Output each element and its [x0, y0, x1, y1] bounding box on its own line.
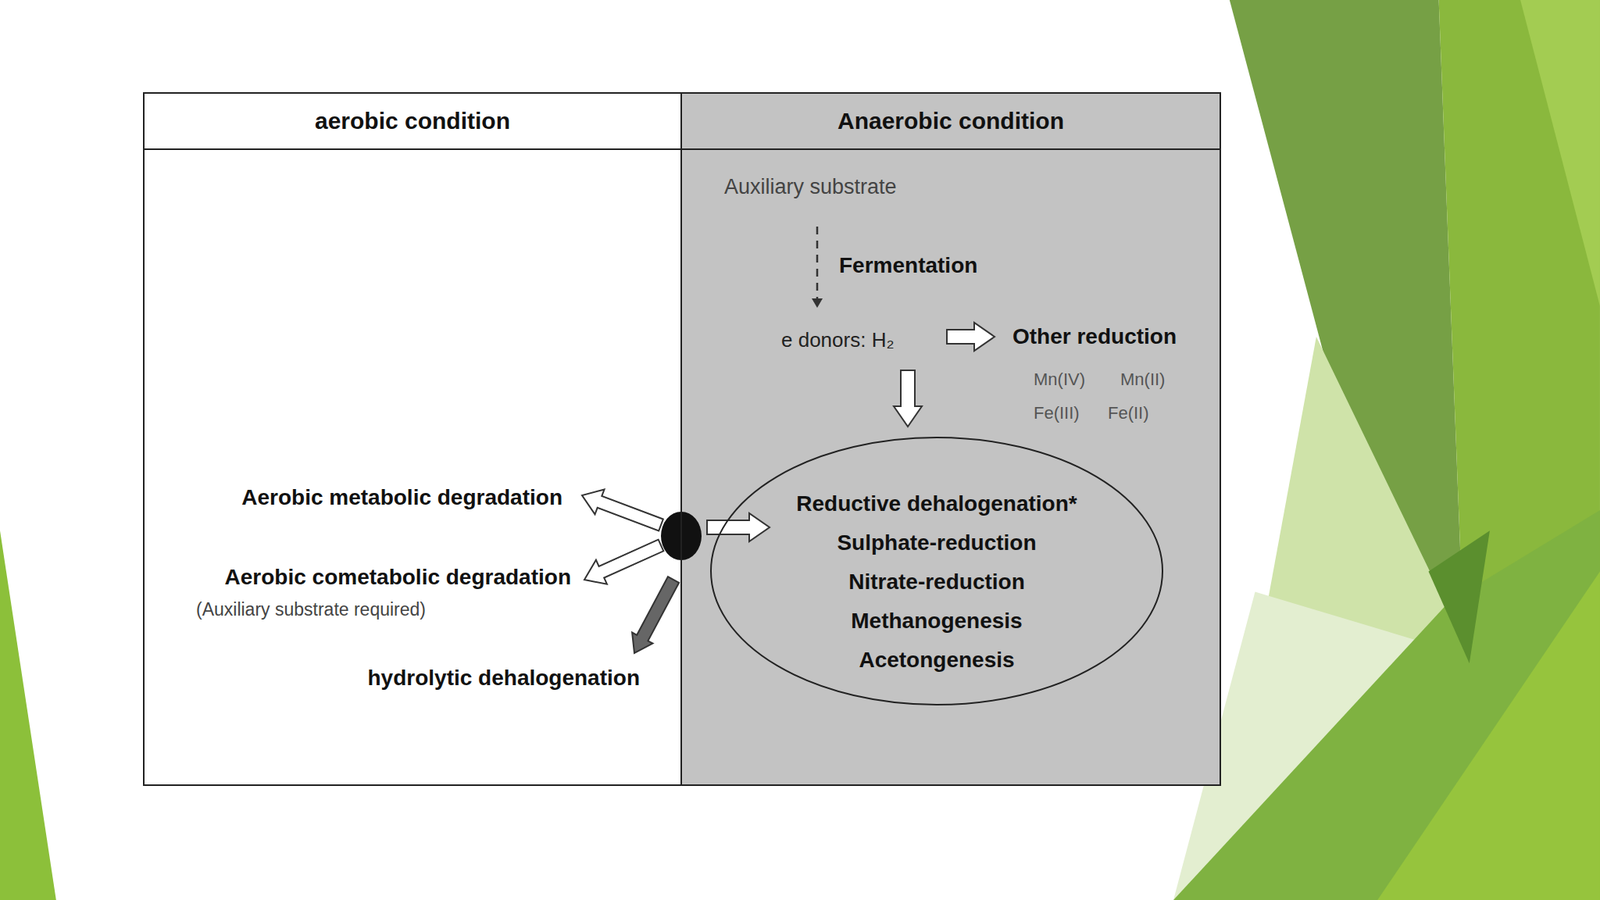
annotation-label: e donors: H₂ [781, 328, 895, 353]
process-ellipse: Reductive dehalogenation*Sulphate-reduct… [710, 436, 1164, 706]
annotation-label: Mn(IV) [1033, 369, 1086, 390]
annotation-label: hydrolytic dehalogenation [367, 665, 640, 691]
green-facet [1520, 0, 1600, 307]
annotation-label: Fe(II) [1107, 403, 1150, 424]
filled-arrow [632, 576, 679, 654]
anaerobic-ground [681, 92, 1222, 786]
annotation-label: Fe(III) [1033, 403, 1080, 424]
hollow-arrow [893, 370, 922, 427]
annotation-label: Fermentation [839, 253, 978, 279]
green-facet [0, 530, 57, 900]
annotation-label: Mn(II) [1120, 369, 1165, 390]
annotation-label: Aerobic metabolic degradation [241, 485, 563, 511]
hollow-arrow [584, 539, 664, 585]
annotation-label: Other reduction [1012, 324, 1177, 350]
hollow-arrow [707, 513, 770, 542]
hollow-arrow [582, 489, 664, 532]
annotation-label: Auxiliary substrate [724, 175, 897, 200]
green-facet [1428, 530, 1490, 664]
green-facet [1173, 510, 1600, 900]
green-facet [1377, 571, 1600, 900]
annotation-label: Aerobic cometabolic degradation [225, 564, 572, 590]
ellipse-text: Nitrate-reduction [848, 562, 1025, 602]
hollow-arrow [946, 322, 995, 351]
ellipse-text-block: Reductive dehalogenation*Sulphate-reduct… [710, 436, 1164, 706]
dashed-arrow [816, 226, 819, 300]
panel-heading: aerobic condition [144, 93, 681, 150]
ellipse-text: Sulphate-reduction [836, 523, 1036, 563]
ellipse-text: Reductive dehalogenation* [796, 484, 1077, 524]
annotation-label: (Auxiliary substrate required) [196, 599, 426, 621]
arrow-head [811, 298, 823, 308]
ellipse-outline [710, 437, 1163, 705]
panel-heading: Anaerobic condition [682, 93, 1220, 150]
ellipse-text: Acetongenesis [858, 640, 1015, 680]
ellipse-text: Methanogenesis [850, 601, 1022, 641]
